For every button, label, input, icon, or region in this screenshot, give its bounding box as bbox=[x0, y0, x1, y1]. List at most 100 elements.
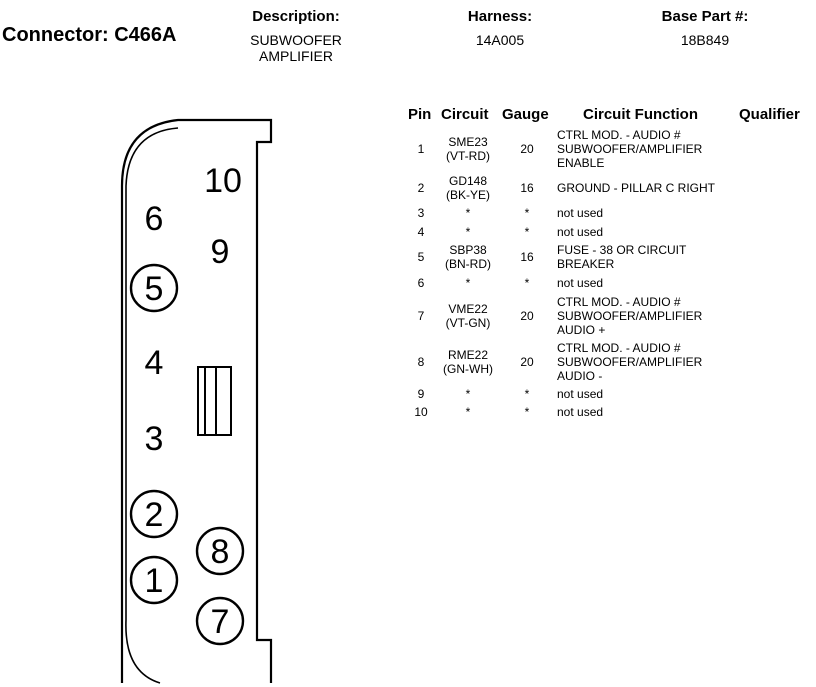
gauge-cell: 20 bbox=[506, 142, 548, 156]
base-part-value: 18B849 bbox=[680, 32, 730, 48]
circuit-cell-line: GD148 bbox=[448, 174, 488, 188]
pin-cell: 9 bbox=[402, 387, 440, 401]
gauge-cell-line: 20 bbox=[520, 309, 534, 323]
gauge-cell: 20 bbox=[506, 355, 548, 369]
gauge-cell-line: 16 bbox=[520, 250, 534, 264]
circuit-function-cell: not used bbox=[557, 387, 737, 401]
circuit-cell-line: SME23 bbox=[448, 135, 488, 149]
gauge-cell-line: 20 bbox=[520, 142, 534, 156]
pin-7-circle bbox=[195, 596, 245, 646]
pin-cell-line: 2 bbox=[417, 181, 425, 195]
pin-9-label: 9 bbox=[211, 233, 230, 271]
pin-4-label: 4 bbox=[145, 344, 164, 382]
circuit-cell: RME22(GN-WH) bbox=[436, 348, 500, 376]
circuit-function-cell-line: not used bbox=[557, 405, 604, 419]
harness-value: 14A005 bbox=[475, 32, 525, 48]
pin-1-circle bbox=[129, 555, 179, 605]
col-header-qualifier: Qualifier bbox=[739, 106, 800, 123]
circuit-function-cell-line: not used bbox=[557, 387, 604, 401]
gauge-cell-line: * bbox=[524, 276, 530, 290]
circuit-cell-line: * bbox=[465, 206, 471, 220]
pin-5-label: 5 bbox=[145, 270, 164, 308]
circuit-function-cell-line: GROUND - PILLAR C RIGHT bbox=[557, 181, 716, 195]
connector-housing bbox=[120, 118, 273, 684]
circuit-function-cell-line: CTRL MOD. - AUDIO # bbox=[557, 341, 681, 355]
pin-cell-line: 8 bbox=[417, 355, 425, 369]
circuit-function-cell: not used bbox=[557, 276, 737, 290]
connector-latch bbox=[197, 366, 232, 436]
circuit-function-cell: GROUND - PILLAR C RIGHT bbox=[557, 181, 737, 195]
gauge-cell: 16 bbox=[506, 250, 548, 264]
circuit-cell: * bbox=[436, 405, 500, 419]
circuit-cell: * bbox=[436, 225, 500, 239]
circuit-function-cell-line: CTRL MOD. - AUDIO # bbox=[557, 295, 681, 309]
circuit-function-cell: not used bbox=[557, 405, 737, 419]
gauge-cell: 16 bbox=[506, 181, 548, 195]
gauge-cell: 20 bbox=[506, 309, 548, 323]
circuit-function-cell-line: not used bbox=[557, 206, 604, 220]
circuit-cell: GD148(BK-YE) bbox=[436, 174, 500, 202]
col-header-gauge: Gauge bbox=[502, 106, 549, 123]
pin-cell: 3 bbox=[402, 206, 440, 220]
circuit-cell: VME22(VT-GN) bbox=[436, 302, 500, 330]
pin-cell: 5 bbox=[402, 250, 440, 264]
harness-label: Harness: bbox=[467, 8, 533, 25]
circuit-function-cell-line: FUSE - 38 OR CIRCUIT bbox=[557, 243, 687, 257]
col-header-circuit: Circuit bbox=[441, 106, 489, 123]
pin-6-label: 6 bbox=[145, 200, 164, 238]
gauge-cell-line: * bbox=[524, 405, 530, 419]
pin-cell-line: 4 bbox=[417, 225, 425, 239]
pin-cell: 7 bbox=[402, 309, 440, 323]
pin-cell-line: 6 bbox=[417, 276, 425, 290]
circuit-cell: * bbox=[436, 276, 500, 290]
circuit-cell-line: * bbox=[465, 405, 471, 419]
circuit-function-cell: not used bbox=[557, 225, 737, 239]
circuit-cell-line: SBP38 bbox=[449, 243, 487, 257]
circuit-cell-line: (GN-WH) bbox=[443, 362, 493, 376]
gauge-cell-line: * bbox=[524, 206, 530, 220]
description-line-2: AMPLIFIER bbox=[259, 48, 333, 64]
circuit-function-cell-line: SUBWOOFER/AMPLIFIER bbox=[557, 309, 703, 323]
circuit-cell-line: (VT-GN) bbox=[445, 316, 491, 330]
col-header-circuit-function: Circuit Function bbox=[583, 106, 698, 123]
circuit-function-cell: not used bbox=[557, 206, 737, 220]
pin-cell: 8 bbox=[402, 355, 440, 369]
circuit-function-cell-line: CTRL MOD. - AUDIO # bbox=[557, 128, 681, 142]
circuit-cell: SBP38(BN-RD) bbox=[436, 243, 500, 271]
pin-cell: 6 bbox=[402, 276, 440, 290]
pin-3-label: 3 bbox=[145, 420, 164, 458]
pin-cell: 2 bbox=[402, 181, 440, 195]
circuit-function-cell-line: AUDIO + bbox=[557, 323, 606, 337]
circuit-function-cell-line: SUBWOOFER/AMPLIFIER bbox=[557, 142, 703, 156]
pin-cell-line: 7 bbox=[417, 309, 425, 323]
circuit-function-cell-line: AUDIO - bbox=[557, 369, 603, 383]
pin-10-label: 10 bbox=[204, 162, 242, 200]
pin-cell-line: 3 bbox=[417, 206, 425, 220]
gauge-cell: * bbox=[506, 276, 548, 290]
description-line-1: SUBWOOFER bbox=[250, 32, 342, 48]
col-header-pin: Pin bbox=[408, 106, 432, 123]
circuit-cell-line: * bbox=[465, 276, 471, 290]
circuit-function-cell-line: not used bbox=[557, 276, 604, 290]
circuit-cell-line: RME22 bbox=[447, 348, 488, 362]
pin-cell-line: 10 bbox=[414, 405, 428, 419]
pin-1-label: 1 bbox=[145, 562, 164, 600]
circuit-function-cell-line: BREAKER bbox=[557, 257, 615, 271]
gauge-cell-line: 20 bbox=[520, 355, 534, 369]
circuit-cell-line: * bbox=[465, 225, 471, 239]
circuit-cell-line: VME22 bbox=[448, 302, 488, 316]
circuit-cell-line: (VT-RD) bbox=[446, 149, 490, 163]
pin-8-circle bbox=[195, 526, 245, 576]
gauge-cell: * bbox=[506, 206, 548, 220]
pin-8-label: 8 bbox=[211, 533, 230, 571]
pin-2-label: 2 bbox=[145, 496, 164, 534]
pin-cell-line: 5 bbox=[417, 250, 425, 264]
circuit-cell: * bbox=[436, 206, 500, 220]
pin-5-circle bbox=[129, 263, 179, 313]
circuit-cell-line: (BK-YE) bbox=[445, 188, 490, 202]
pin-cell: 10 bbox=[402, 405, 440, 419]
gauge-cell: * bbox=[506, 225, 548, 239]
